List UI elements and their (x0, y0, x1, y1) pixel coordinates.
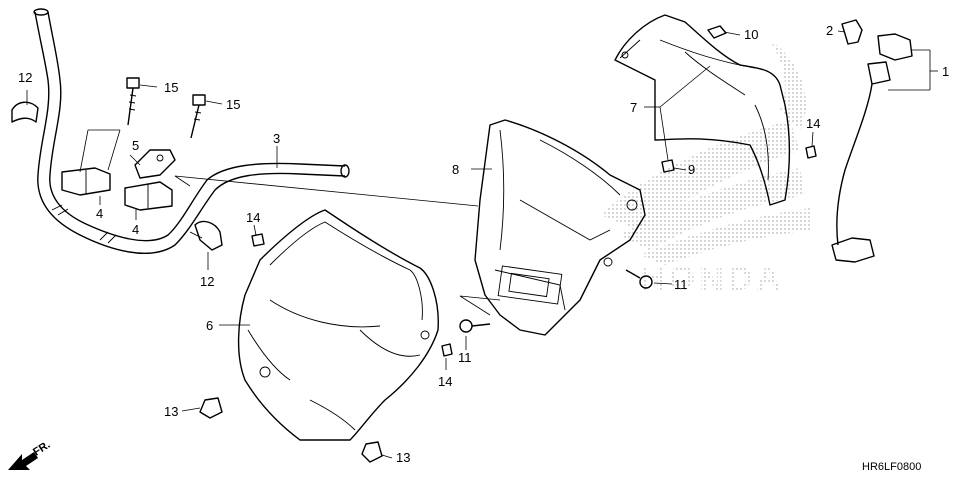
callout-label: 6 (206, 318, 213, 333)
bolt-11-right (625, 269, 653, 289)
callout-label: 7 (630, 100, 637, 115)
callout-label: 12 (200, 274, 214, 289)
bolt-left (126, 77, 140, 126)
callout-label: 2 (826, 23, 833, 38)
diagram-code: HR6LF0800 (862, 461, 921, 473)
callout-label: 12 (18, 70, 32, 85)
callout-labels: 1 2 3 4 4 5 6 7 8 9 10 11 11 12 12 13 13… (18, 23, 949, 465)
callout-label: 4 (96, 206, 103, 221)
grommet-2 (841, 19, 863, 45)
callout-label: 15 (226, 97, 240, 112)
callout-label: 14 (438, 374, 452, 389)
upper-cover (614, 14, 791, 206)
clip-14-mid (441, 343, 453, 357)
grommet-10 (707, 25, 727, 39)
callout-label: 13 (396, 450, 410, 465)
rivet-13-left (199, 397, 223, 419)
callout-label: 11 (674, 277, 688, 292)
callout-label: 5 (132, 138, 139, 153)
callout-label: 4 (132, 222, 139, 237)
callout-label: 13 (164, 404, 178, 419)
callout-label: 9 (688, 162, 695, 177)
callout-label: 11 (458, 350, 472, 365)
handlebar (33, 8, 350, 254)
clip-14-left (251, 233, 265, 247)
clip-14-right (805, 145, 817, 159)
clip-9 (661, 159, 675, 173)
leader-lines (26, 30, 938, 459)
front-cover (237, 209, 439, 441)
callout-label: 14 (246, 210, 260, 225)
callout-label: 15 (164, 80, 178, 95)
harness-socket (831, 33, 913, 263)
headlight-case (474, 119, 646, 336)
bracket (134, 149, 176, 179)
handlebar-holder-right (124, 181, 173, 211)
bolt-11-mid (459, 319, 491, 333)
callout-label: 14 (806, 116, 820, 131)
honda-wing-watermark: HONDA (600, 40, 812, 298)
callout-label: 3 (273, 131, 280, 146)
callout-label: 10 (744, 27, 758, 42)
callout-label: 8 (452, 162, 459, 177)
bolt-right (190, 94, 206, 139)
clamp-mid (189, 220, 223, 251)
callout-label: 1 (942, 64, 949, 79)
rivet-13-bottom (361, 441, 383, 463)
honda-watermark-text: HONDA (640, 260, 785, 298)
front-direction-arrow: FR. (8, 439, 53, 470)
handlebar-holder-left (61, 167, 111, 196)
clamp-top (11, 101, 39, 123)
